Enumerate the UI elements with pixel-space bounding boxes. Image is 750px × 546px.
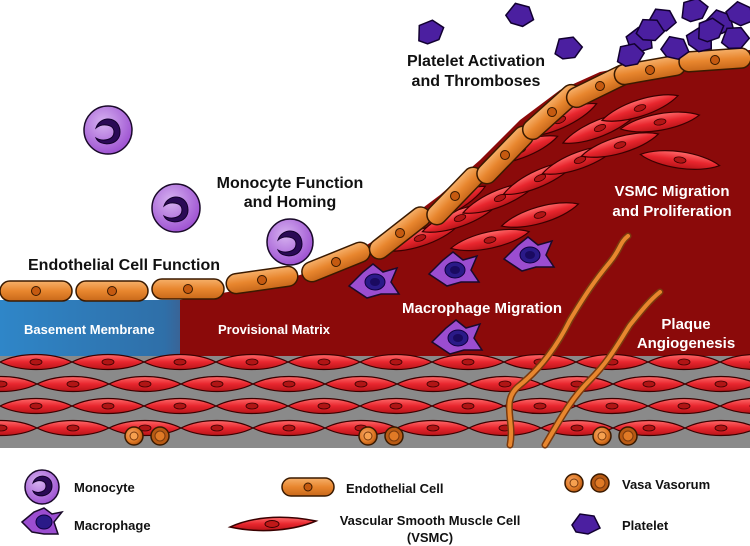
label-platelet-line1: Platelet Activation [407,53,545,70]
platelet-group [418,0,750,67]
plaque-smc-cell [580,132,660,158]
label-platelet-line2: and Thromboses [412,73,541,90]
macrophage-group [347,236,556,355]
endothelial-cell [368,206,432,260]
platelet [681,0,709,23]
endothelial-cell [75,280,149,302]
platelet [554,36,584,60]
label-provisional-matrix: Provisional Matrix [218,322,331,337]
label-monocyte-line1: Monocyte Function [217,175,364,192]
media-smc-cell [646,353,722,371]
platelet [616,42,646,67]
platelet [418,19,445,45]
plaque-smc-cell [449,228,531,252]
endothelial-layer [0,47,750,302]
legend-platelet-label: Platelet [622,518,669,533]
macrophage-cell [502,236,556,272]
endothelial-cell [0,280,73,302]
legend-vasa-label: Vasa Vasorum [622,477,710,492]
legend-vsmc: Vascular Smooth Muscle Cell (VSMC) [227,513,521,545]
label-vsmc-line2: and Proliferation [612,203,731,220]
media-smc-layer [0,353,750,437]
plaque-smc-cell [639,150,721,170]
media-smc-cell [214,397,290,415]
legend-endothelial: Endothelial Cell [281,477,444,497]
legend-vasa-vasorum: Vasa Vasorum [564,473,710,493]
platelet [697,17,725,43]
monocyte-cell [83,105,133,155]
platelet [659,35,690,60]
media-smc-cell [251,419,327,437]
platelet [725,0,750,27]
legend-monocyte: Monocyte [24,469,135,505]
label-angio-line1: Plaque [661,316,710,333]
label-endothelial-function: Endothelial Cell Function [28,257,220,274]
plaque-smc-cell [600,94,680,122]
label-angio-line2: Angiogenesis [637,335,735,352]
plaque-smc-cell [500,202,580,228]
endothelial-cell [225,265,299,295]
media-smc-cell [286,353,362,371]
media-smc-cell [142,353,218,371]
platelet [720,26,750,50]
legend-macrophage-label: Macrophage [74,518,151,533]
monocyte-cell [151,183,201,233]
endothelial-cell [476,125,534,185]
media-smc-cell [0,397,74,415]
label-monocyte-line2: and Homing [244,194,336,211]
media-smc-cell [683,419,750,437]
legend-monocyte-label: Monocyte [74,480,135,495]
legend: Monocyte Macrophage Endothelial Cell Vas… [20,469,710,545]
media-smc-cell [179,375,255,393]
media-smc-cell [395,419,471,437]
legend-macrophage: Macrophage [20,507,151,535]
plaque-lower [220,300,750,356]
platelet [635,18,666,42]
plaque-smc-cell [619,111,701,133]
media-smc-cell [718,354,750,370]
endothelial-cell [151,278,225,300]
media-smc-cell [683,375,750,393]
legend-vsmc-label-line2: (VSMC) [407,530,453,545]
vasa-vasorum-pair [124,426,170,446]
legend-platelet: Platelet [571,513,669,535]
label-macrophage-migration: Macrophage Migration [402,300,562,317]
media-smc-cell [718,398,750,414]
label-basement-membrane: Basement Membrane [24,322,155,337]
macrophage-cell [430,319,484,355]
legend-endothelial-label: Endothelial Cell [346,481,444,496]
label-vsmc-line1: VSMC Migration [615,183,730,200]
angiogenesis-vessels [505,232,664,449]
macrophage-cell [427,251,481,287]
vasa-vasorum-group [124,426,638,446]
plaque-smc-group [380,94,721,252]
vasa-vasorum-pair [358,426,404,446]
monocyte-group [83,105,314,266]
vasa-vasorum-pair [592,426,638,446]
media-smc-cell [70,397,146,415]
endothelial-cell [678,47,750,73]
monocyte-cell [266,218,314,266]
macrophage-cell [347,263,401,299]
legend-vsmc-label-line1: Vascular Smooth Muscle Cell [340,513,521,528]
platelet [504,2,535,28]
